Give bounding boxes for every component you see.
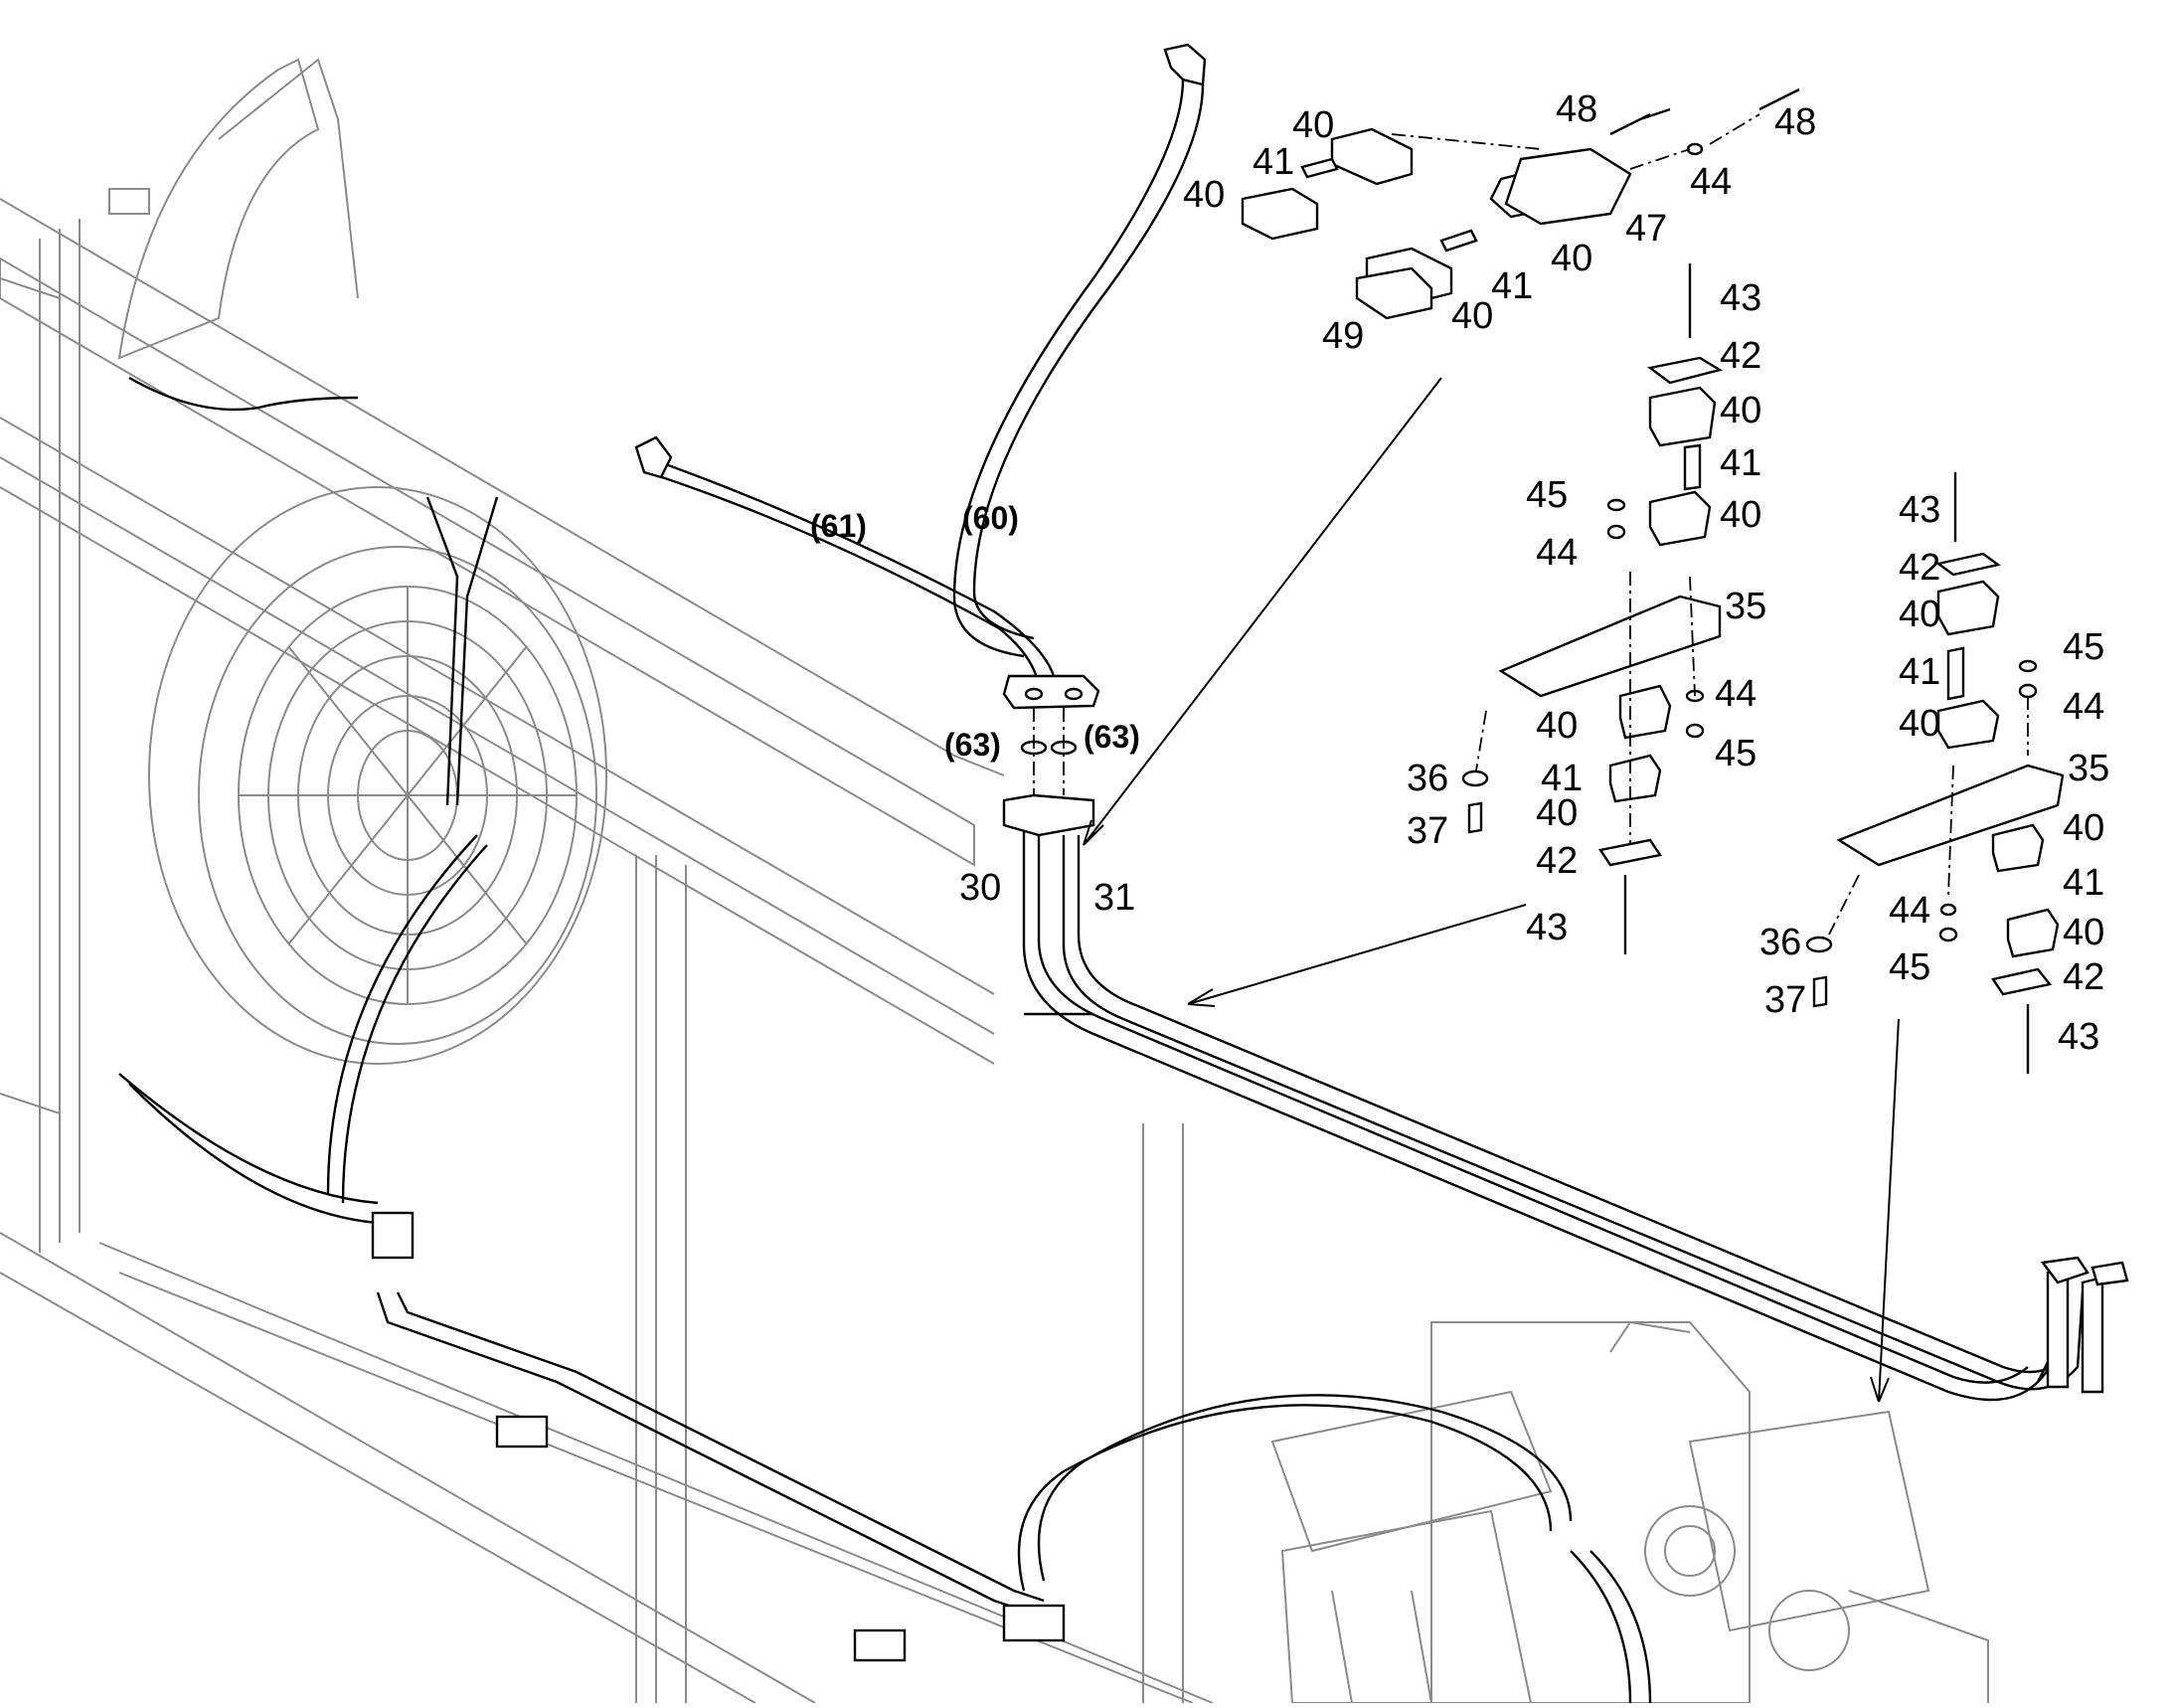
label-47: 47 [1625, 208, 1667, 250]
o-rings-63 [1020, 708, 1078, 795]
label-44: 44 [1536, 532, 1578, 574]
label-45: 45 [1889, 946, 1930, 988]
label-43: 43 [1526, 907, 1568, 948]
label-40: 40 [1899, 594, 1940, 635]
flange-fitting [1002, 674, 1100, 710]
ref-63b: (63) [1084, 719, 1140, 755]
label-42: 42 [1536, 840, 1578, 882]
clamp-assembly-top [1083, 87, 1800, 846]
part-labels: 40 41 40 48 48 44 47 40 41 49 40 43 42 4… [959, 88, 2109, 1058]
label-40: 40 [2063, 912, 2104, 953]
machine-frame-background [0, 58, 1989, 1704]
label-42: 42 [1720, 335, 1761, 377]
label-37: 37 [1407, 810, 1448, 852]
label-36: 36 [1759, 922, 1801, 963]
label-43: 43 [1899, 489, 1940, 531]
label-43: 43 [2058, 1016, 2099, 1058]
clamp-stack-middle [1187, 263, 1724, 1007]
ref-60: (60) [962, 500, 1019, 536]
tubes-30-31 [1002, 793, 2129, 1402]
label-41: 41 [1899, 651, 1940, 693]
label-40: 40 [1720, 494, 1761, 536]
label-40: 40 [1536, 705, 1578, 747]
label-41: 41 [1541, 758, 1583, 799]
ref-63a: (63) [944, 727, 1001, 763]
fan-guard [238, 586, 578, 1005]
label-35: 35 [2068, 748, 2109, 789]
label-42: 42 [2063, 956, 2104, 998]
label-37: 37 [1764, 979, 1806, 1021]
hose-60 [952, 43, 1207, 658]
label-40: 40 [1292, 104, 1334, 146]
label-45: 45 [2063, 626, 2104, 668]
label-49: 49 [1322, 315, 1364, 357]
label-40: 40 [1720, 390, 1761, 431]
label-44: 44 [2063, 686, 2104, 728]
label-48: 48 [1774, 101, 1816, 143]
hose-61 [634, 435, 1056, 687]
label-40: 40 [1551, 238, 1592, 279]
label-41: 41 [1491, 265, 1533, 307]
ref-61: (61) [810, 508, 867, 544]
label-40: 40 [1536, 792, 1578, 834]
label-40: 40 [1183, 174, 1225, 216]
label-45: 45 [1526, 474, 1568, 516]
label-41: 41 [1720, 442, 1761, 484]
label-48: 48 [1556, 88, 1597, 130]
label-44: 44 [1690, 161, 1732, 203]
label-40: 40 [1451, 295, 1493, 337]
label-41: 41 [1253, 141, 1294, 183]
label-40: 40 [2063, 807, 2104, 849]
label-45: 45 [1715, 733, 1756, 774]
label-43: 43 [1720, 277, 1761, 319]
label-40: 40 [1899, 703, 1940, 745]
label-36: 36 [1407, 758, 1448, 799]
label-41: 41 [2063, 862, 2104, 904]
label-31: 31 [1093, 877, 1135, 919]
label-44: 44 [1715, 673, 1756, 715]
reference-labels: (61) (60) (63) (63) [810, 500, 1140, 763]
label-44: 44 [1889, 890, 1930, 932]
label-35: 35 [1725, 586, 1766, 627]
engine-block [1270, 1320, 1989, 1704]
label-42: 42 [1899, 547, 1940, 589]
label-30: 30 [959, 867, 1001, 909]
clamp-stack-right [1805, 472, 2065, 1403]
